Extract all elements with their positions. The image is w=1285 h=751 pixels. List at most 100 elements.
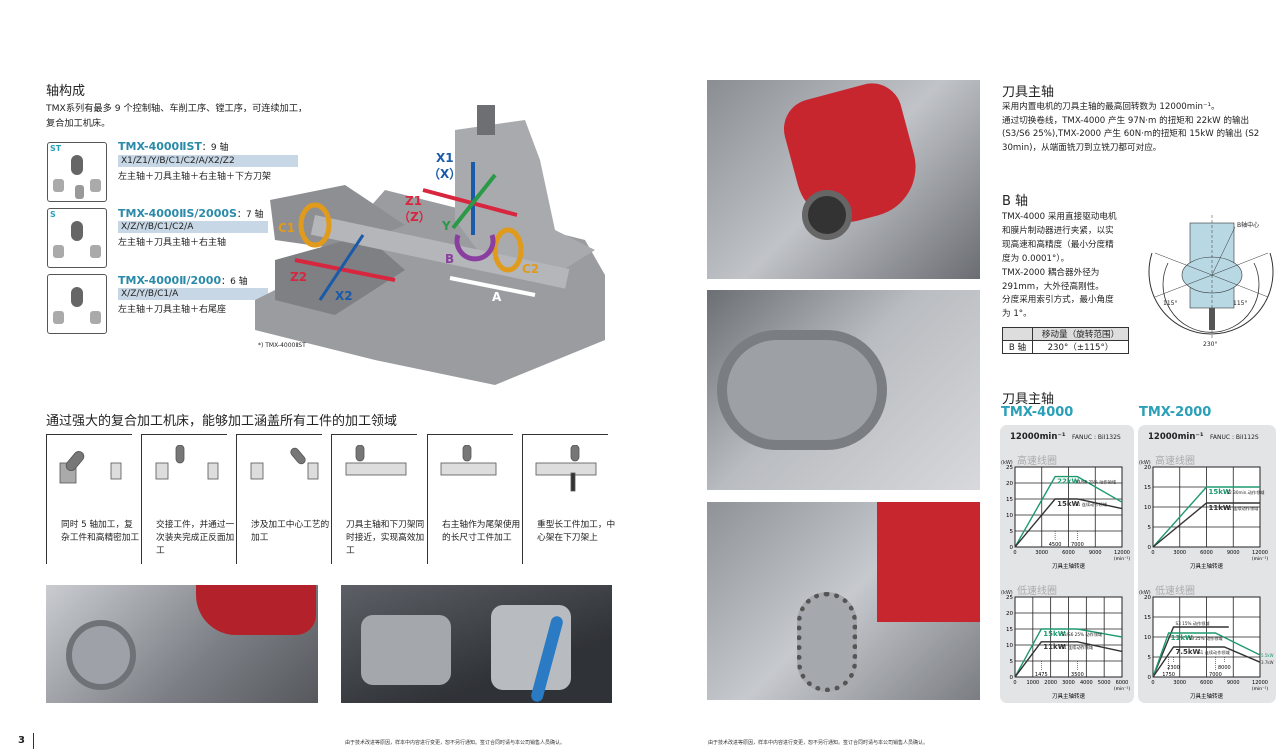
series-line — [1014, 475, 1123, 548]
y-tick-label: 10 — [1006, 643, 1013, 649]
card-tag: S — [50, 210, 56, 219]
axis-label-x2: X2 — [335, 289, 353, 303]
y-tick-label: 5 — [1010, 529, 1014, 535]
motor-model: FANUC : BiI112S — [1210, 434, 1259, 441]
x-tick-label: 5000 — [1098, 680, 1111, 686]
ops-heading: 通过强大的复合加工机床，能够加工涵盖所有工件的加工领域 — [46, 414, 398, 429]
axis-count: ：6 轴 — [221, 277, 248, 287]
b-right-angle: 115° — [1233, 300, 1248, 307]
charts-heading: 刀具主轴 — [1002, 392, 1055, 407]
text-line: 291mm，大外径高刚性。 — [1002, 281, 1104, 292]
x-unit-label: (min⁻¹) — [1114, 686, 1130, 692]
x-unit-label: (min⁻¹) — [1252, 686, 1268, 692]
model-name: TMX-4000ⅡS/2000S：7 轴 — [118, 207, 264, 220]
series-value-label: 11kW — [1209, 504, 1231, 512]
spindle-text: 采用内置电机的刀具主轴的最高回转数为 12000min⁻¹。 通过切换卷线，TM… — [1002, 101, 1282, 155]
y-tick-label: 10 — [1006, 513, 1013, 519]
series-value-label: 15kW — [1043, 630, 1065, 638]
axis-label-x1: X1 — [436, 151, 454, 165]
axis-list: X/Z/Y/B/C1/C2/A — [118, 221, 268, 233]
axis-list: X1/Z1/Y/B/C1/C2/A/X2/Z2 — [118, 155, 298, 167]
axis-label-a: A — [492, 290, 502, 304]
series-end-label: 3.7kW — [1261, 660, 1274, 665]
text-line: 采用内置电机的刀具主轴的最高回转数为 12000min⁻¹。 — [1002, 102, 1220, 112]
marker-label: 4500 — [1049, 542, 1062, 548]
left-spindle-icon — [53, 245, 64, 258]
op-card: 刀具主轴和下刀架同时接近，实现高效加工 — [331, 434, 424, 564]
model-desc: 左主轴＋刀具主轴＋右主轴 — [118, 238, 227, 248]
text-line: 现高速和高精度（最小分度精 — [1002, 239, 1114, 250]
series-name-label: S3 25% 动作领域 — [1189, 635, 1224, 642]
machine-illustration — [255, 105, 605, 385]
y-unit-label: (kW) — [1139, 460, 1151, 466]
machine-note: *) TMX-4000ⅡST — [258, 342, 306, 349]
series-name-label: S1 连续动作领域 — [1075, 501, 1108, 508]
y-tick-label: 25 — [1006, 595, 1013, 601]
chart-model-title: TMX-4000 — [1001, 405, 1074, 420]
model-name-text: TMX-4000Ⅱ/2000 — [118, 274, 222, 287]
left-spindle-icon — [53, 179, 64, 192]
text-line: TMX-4000 采用直接驱动电机 — [1002, 212, 1117, 222]
marker-label: 1475 — [1035, 672, 1048, 678]
right-spindle-icon — [90, 245, 101, 258]
marker-label: 7000 — [1071, 542, 1084, 548]
chart-title: 高速线圈 — [1155, 454, 1195, 467]
x-tick-label: 9000 — [1227, 680, 1240, 686]
model-name: TMX-4000ⅡST：9 轴 — [118, 140, 228, 153]
axis-label-c1: C1 — [278, 221, 296, 235]
x-unit-label: (min⁻¹) — [1252, 556, 1268, 562]
footer-disclaimer: 由于技术改进等原因，样本中内容进行变更，恕不另行通知。签订合同时请与本公司销售人… — [708, 740, 929, 746]
x-tick-label: 6000 — [1200, 680, 1213, 686]
photo-gear-machining — [707, 502, 980, 700]
y-tick-label: 0 — [1148, 545, 1152, 551]
axis-label-z2: Z2 — [290, 270, 308, 284]
series-line — [1014, 498, 1123, 548]
intro-line: TMX系列有最多 9 个控制轴、车削工序、镗工序，可连续加工， — [46, 103, 308, 114]
series-value-label: 15kW — [1057, 500, 1079, 508]
y-tick-label: 20 — [1006, 481, 1013, 487]
x-tick-label: 12000 — [1114, 550, 1130, 556]
spindle-heading: 刀具主轴 — [1002, 85, 1055, 100]
model-card-s: S — [47, 208, 107, 268]
axis-label-z: （Z） — [398, 210, 431, 224]
axis-count: ：9 轴 — [201, 143, 229, 153]
footer-disclaimer: 由于技术改进等原因，样本中内容进行变更，恕不另行通知。签订合同时请与本公司销售人… — [345, 740, 566, 746]
marker-label: 7000 — [1209, 672, 1222, 678]
x-tick-label: 3000 — [1173, 550, 1186, 556]
x-axis-title: 刀具主轴转速 — [1190, 562, 1224, 570]
b-left-angle: 115° — [1163, 300, 1178, 307]
series-name-label: S3 15% 动作领域 — [1176, 620, 1211, 627]
tool-spindle-icon — [71, 221, 83, 241]
y-tick-label: 10 — [1144, 505, 1151, 511]
text-line: TMX-2000 耦合器外径为 — [1002, 267, 1100, 278]
text-line: 通过切换卷线，TMX-4000 产生 97N·m 的扭矩和 22kW 的输出 — [1002, 115, 1250, 126]
y-tick-label: 0 — [1148, 675, 1152, 681]
y-tick-label: 15 — [1144, 615, 1151, 621]
y-unit-label: (kW) — [1001, 590, 1013, 596]
x-tick-label: 9000 — [1089, 550, 1102, 556]
photo-tool-spindle — [707, 80, 980, 279]
tool-spindle-icon — [71, 287, 83, 307]
model-name-text: TMX-4000ⅡS/2000S — [118, 207, 237, 220]
x-tick-label: 3000 — [1062, 680, 1075, 686]
series-line — [1014, 628, 1123, 678]
intro-line: 复合加工机床。 — [46, 118, 111, 129]
model-desc: 左主轴＋刀具主轴＋右尾座 — [118, 305, 227, 315]
series-line — [1152, 632, 1261, 678]
axis-label-c2: C2 — [522, 262, 540, 276]
series-line — [1014, 641, 1123, 678]
b-axis-heading: B 轴 — [1002, 194, 1029, 209]
x-tick-label: 3000 — [1173, 680, 1186, 686]
x-tick-label: 0 — [1013, 680, 1016, 686]
x-tick-label: 0 — [1013, 550, 1016, 556]
lower-turret-icon — [75, 185, 84, 199]
text-line: 为 1°。 — [1002, 309, 1032, 320]
x-tick-label: 6000 — [1116, 680, 1129, 686]
intro-text: TMX系列有最多 9 个控制轴、车削工序、镗工序，可连续加工， 复合加工机床。 — [46, 101, 307, 131]
op-card: 重型长工件加工，中心架在下刀架上 — [522, 434, 615, 564]
x-tick-label: 4000 — [1080, 680, 1093, 686]
x-axis-title: 刀具主轴转速 — [1052, 562, 1086, 570]
